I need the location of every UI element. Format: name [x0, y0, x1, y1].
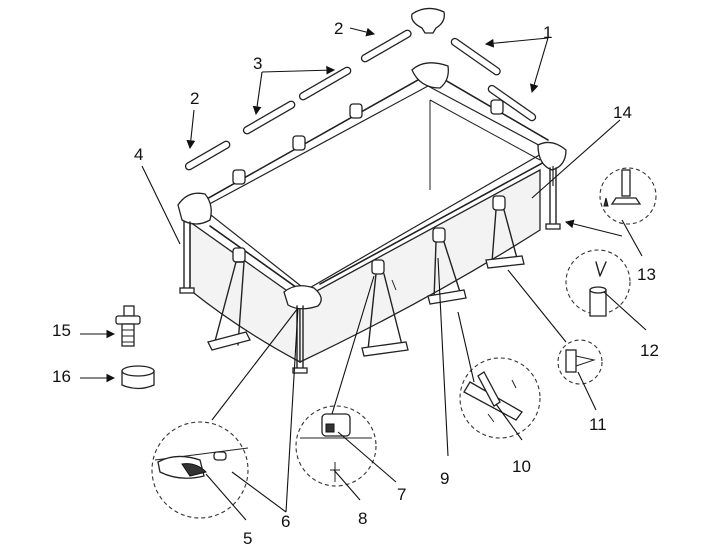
callout-8: 8 [358, 509, 368, 528]
callout-16: 16 [52, 367, 71, 386]
ground-pad-part [121, 365, 155, 390]
beam-parts [184, 29, 537, 171]
callout-11: 11 [589, 415, 607, 434]
callout-14: 14 [613, 103, 632, 122]
callout-13: 13 [637, 265, 656, 284]
leader-lines [80, 27, 647, 521]
callout-5: 5 [243, 529, 253, 548]
detail-circle-5-6 [151, 421, 249, 519]
callout-6: 6 [281, 512, 291, 531]
pool-body [177, 62, 567, 374]
callout-1: 1 [543, 23, 553, 42]
detail-circle-10 [459, 357, 541, 439]
callout-3: 3 [253, 54, 263, 73]
callout-9: 9 [440, 469, 450, 488]
callout-2-top: 2 [334, 19, 344, 38]
detail-circle-13 [599, 167, 657, 225]
callout-15: 15 [52, 321, 71, 340]
callout-2-left: 2 [190, 89, 200, 108]
detail-circle-12 [565, 249, 631, 317]
detail-circle-7-8 [295, 405, 377, 487]
callout-7: 7 [397, 485, 407, 504]
callout-12: 12 [640, 341, 659, 360]
detail-circle-11 [557, 339, 603, 385]
corner-joint-part [411, 7, 445, 34]
callout-10: 10 [512, 457, 531, 476]
valve-part [115, 305, 141, 347]
callout-4: 4 [134, 145, 144, 164]
